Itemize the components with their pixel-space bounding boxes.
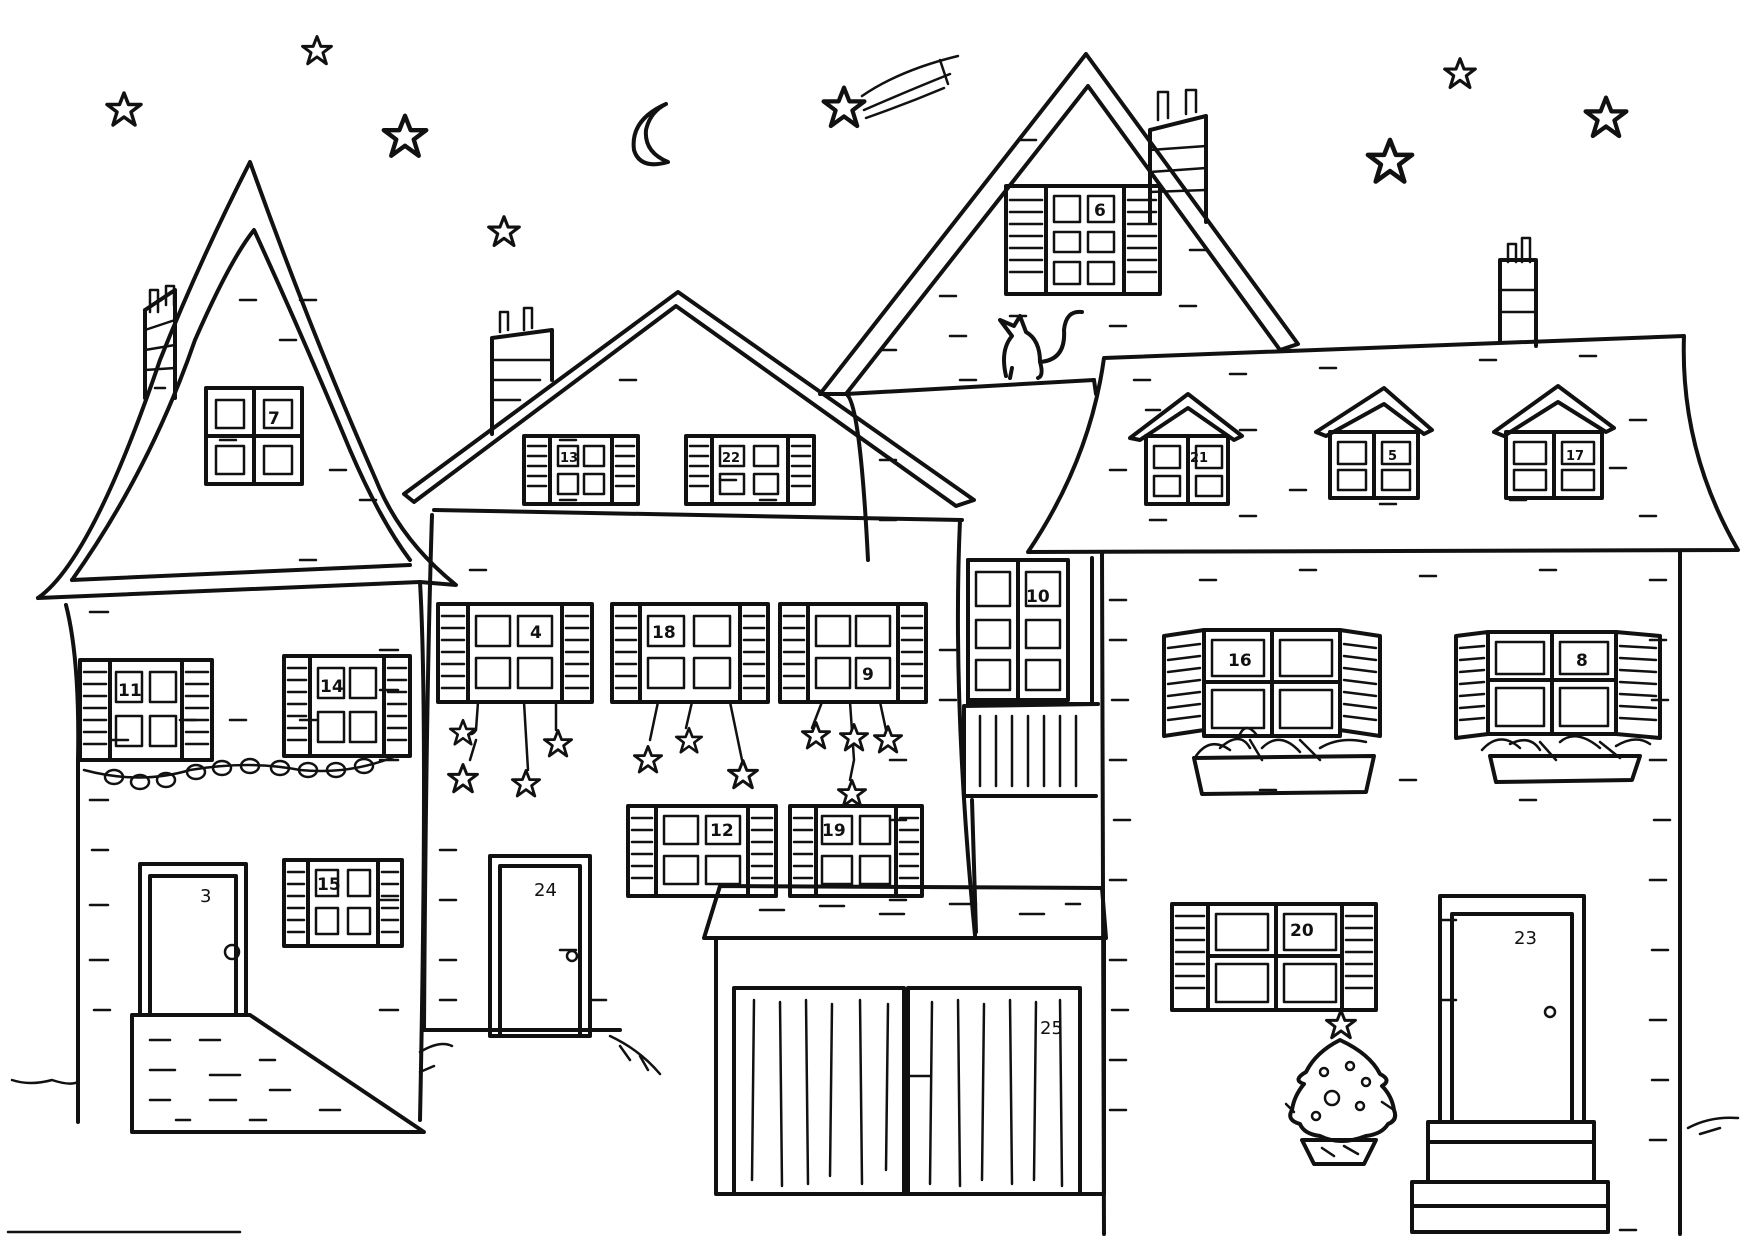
window-number: 19 <box>822 821 846 841</box>
window-8[interactable]: 8 <box>1454 630 1662 740</box>
window-number: 6 <box>1094 201 1106 221</box>
window-5[interactable]: 5 <box>1314 386 1434 500</box>
window-18[interactable]: 18 <box>610 602 770 704</box>
flower-box-right <box>1488 754 1642 784</box>
window-20[interactable]: 20 <box>1170 902 1378 1012</box>
window-number: 22 <box>722 451 740 466</box>
star-icon <box>105 91 143 127</box>
shooting-star-icon <box>824 54 960 126</box>
window-15[interactable]: 15 <box>282 858 404 948</box>
door-number: 24 <box>534 880 557 901</box>
window-9[interactable]: 9 <box>778 602 928 704</box>
window-21[interactable]: 21 <box>1128 392 1244 506</box>
window-16[interactable]: 16 <box>1162 628 1382 738</box>
window-17[interactable]: 17 <box>1492 384 1616 500</box>
window-11[interactable]: 11 <box>78 658 214 762</box>
right-big-house: 21 5 17 <box>1026 236 1740 1236</box>
window-number: 8 <box>1576 651 1588 671</box>
door-number: 3 <box>200 886 211 907</box>
star-icon <box>384 116 427 156</box>
window-6[interactable]: 6 <box>1004 184 1162 296</box>
window-number: 17 <box>1566 449 1584 464</box>
window-number: 18 <box>652 623 676 643</box>
crescent-moon-icon <box>631 102 670 167</box>
balcony-tower: 10 <box>962 556 1100 934</box>
garage-door-left[interactable] <box>732 986 906 1196</box>
door-24[interactable]: 24 <box>488 854 592 1038</box>
window-number: 11 <box>118 681 142 701</box>
window-number: 15 <box>317 875 341 895</box>
left-tall-house: 7 11 14 <box>10 160 458 1134</box>
middle-house: 13 22 4 18 <box>402 290 977 1076</box>
door-3[interactable]: 3 <box>138 862 248 1017</box>
star-icon <box>487 215 521 248</box>
star-icon <box>1368 140 1412 182</box>
window-19[interactable]: 19 <box>788 804 924 898</box>
hanging-star-decorations <box>447 700 903 808</box>
window-12[interactable]: 12 <box>626 804 778 898</box>
window-number: 12 <box>710 821 734 841</box>
window-number: 9 <box>862 665 874 685</box>
window-22[interactable]: 22 <box>684 434 816 506</box>
door-number: 25 <box>1040 1018 1063 1039</box>
window-number: 20 <box>1290 921 1314 941</box>
garage: 25 <box>702 884 1108 1196</box>
flower-box-left <box>1192 754 1376 796</box>
window-number: 10 <box>1026 587 1050 607</box>
window-number: 7 <box>268 409 280 429</box>
window-14[interactable]: 14 <box>282 654 412 758</box>
window-number: 4 <box>530 623 542 643</box>
window-number: 21 <box>1190 451 1208 466</box>
window-number: 14 <box>320 677 344 697</box>
window-number: 13 <box>560 451 578 466</box>
star-icon <box>1443 57 1477 90</box>
cat-icon <box>998 309 1084 380</box>
window-number: 5 <box>1388 449 1397 464</box>
door-23[interactable]: 23 <box>1438 894 1586 1124</box>
window-4[interactable]: 4 <box>436 602 594 704</box>
christmas-tree-icon <box>1284 1009 1398 1166</box>
star-icon <box>1586 98 1627 136</box>
window-number: 16 <box>1228 651 1252 671</box>
garage-door-right[interactable] <box>906 986 1082 1196</box>
night-sky <box>105 35 1627 248</box>
door-number: 23 <box>1514 928 1537 949</box>
window-13[interactable]: 13 <box>522 434 640 506</box>
star-icon <box>301 35 333 66</box>
mansard-roof <box>1026 334 1740 554</box>
